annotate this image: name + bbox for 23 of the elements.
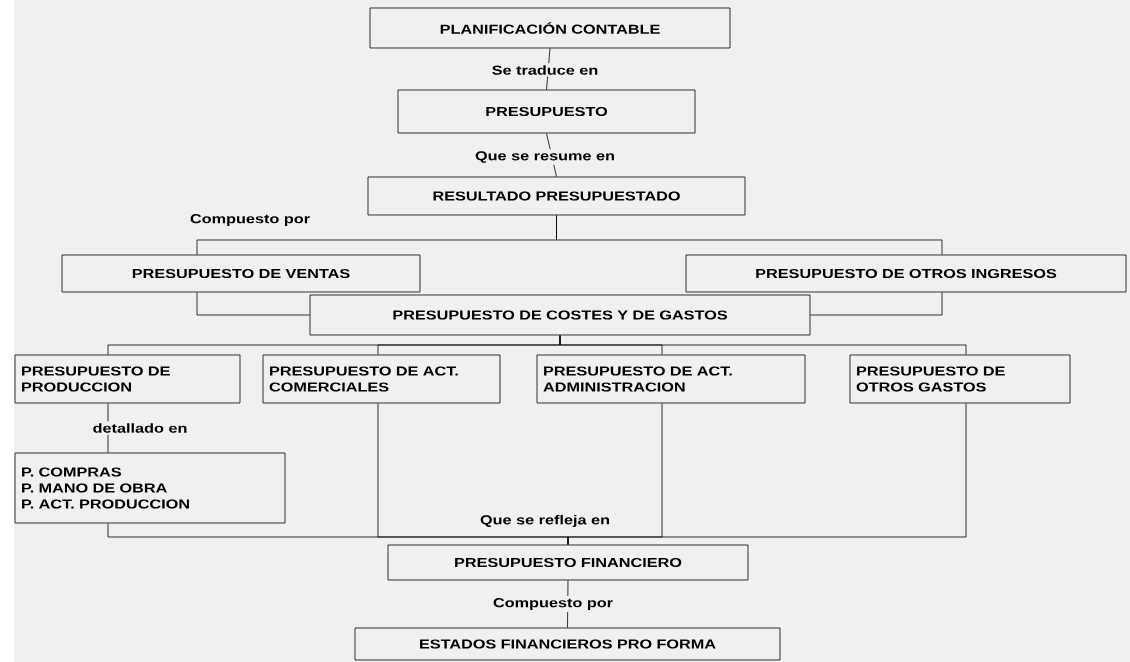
process-box: PRESUPUESTO DE ACT. ADMINISTRACION bbox=[536, 354, 806, 404]
edge-label: Compuesto por bbox=[490, 596, 616, 612]
process-box: PRESUPUESTO bbox=[397, 89, 696, 134]
edge-label: Que se resume en bbox=[473, 149, 617, 165]
connector-line bbox=[559, 335, 967, 355]
process-box: ESTADOS FINANCIEROS PRO FORMA bbox=[354, 627, 781, 661]
process-box: RESULTADO PRESUPUESTADO bbox=[367, 176, 746, 216]
process-box: PRESUPUESTO DE PRODUCCION bbox=[14, 354, 241, 404]
process-box: PRESUPUESTO DE OTROS GASTOS bbox=[849, 354, 1071, 404]
process-box: P. COMPRAS P. MANO DE OBRA P. ACT. PRODUCCION bbox=[14, 452, 286, 524]
process-box: PRESUPUESTO FINANCIERO bbox=[387, 544, 749, 581]
connector-line bbox=[810, 292, 943, 316]
process-box: PLANIFICACIÓN CONTABLE bbox=[369, 7, 731, 49]
edge-label: detallado en bbox=[90, 421, 190, 435]
process-box: PRESUPUESTO DE OTROS INGRESOS bbox=[685, 254, 1127, 293]
connector-line bbox=[556, 215, 943, 255]
connector-line bbox=[196, 292, 310, 316]
connector-line bbox=[567, 403, 967, 545]
process-box: PRESUPUESTO DE VENTAS bbox=[61, 254, 421, 293]
edge-label: Se traduce en bbox=[489, 63, 601, 77]
process-box: PRESUPUESTO DE ACT. COMERCIALES bbox=[262, 354, 501, 404]
edge-label: Compuesto por bbox=[187, 212, 313, 228]
process-box: PRESUPUESTO DE COSTES Y DE GASTOS bbox=[309, 294, 811, 336]
